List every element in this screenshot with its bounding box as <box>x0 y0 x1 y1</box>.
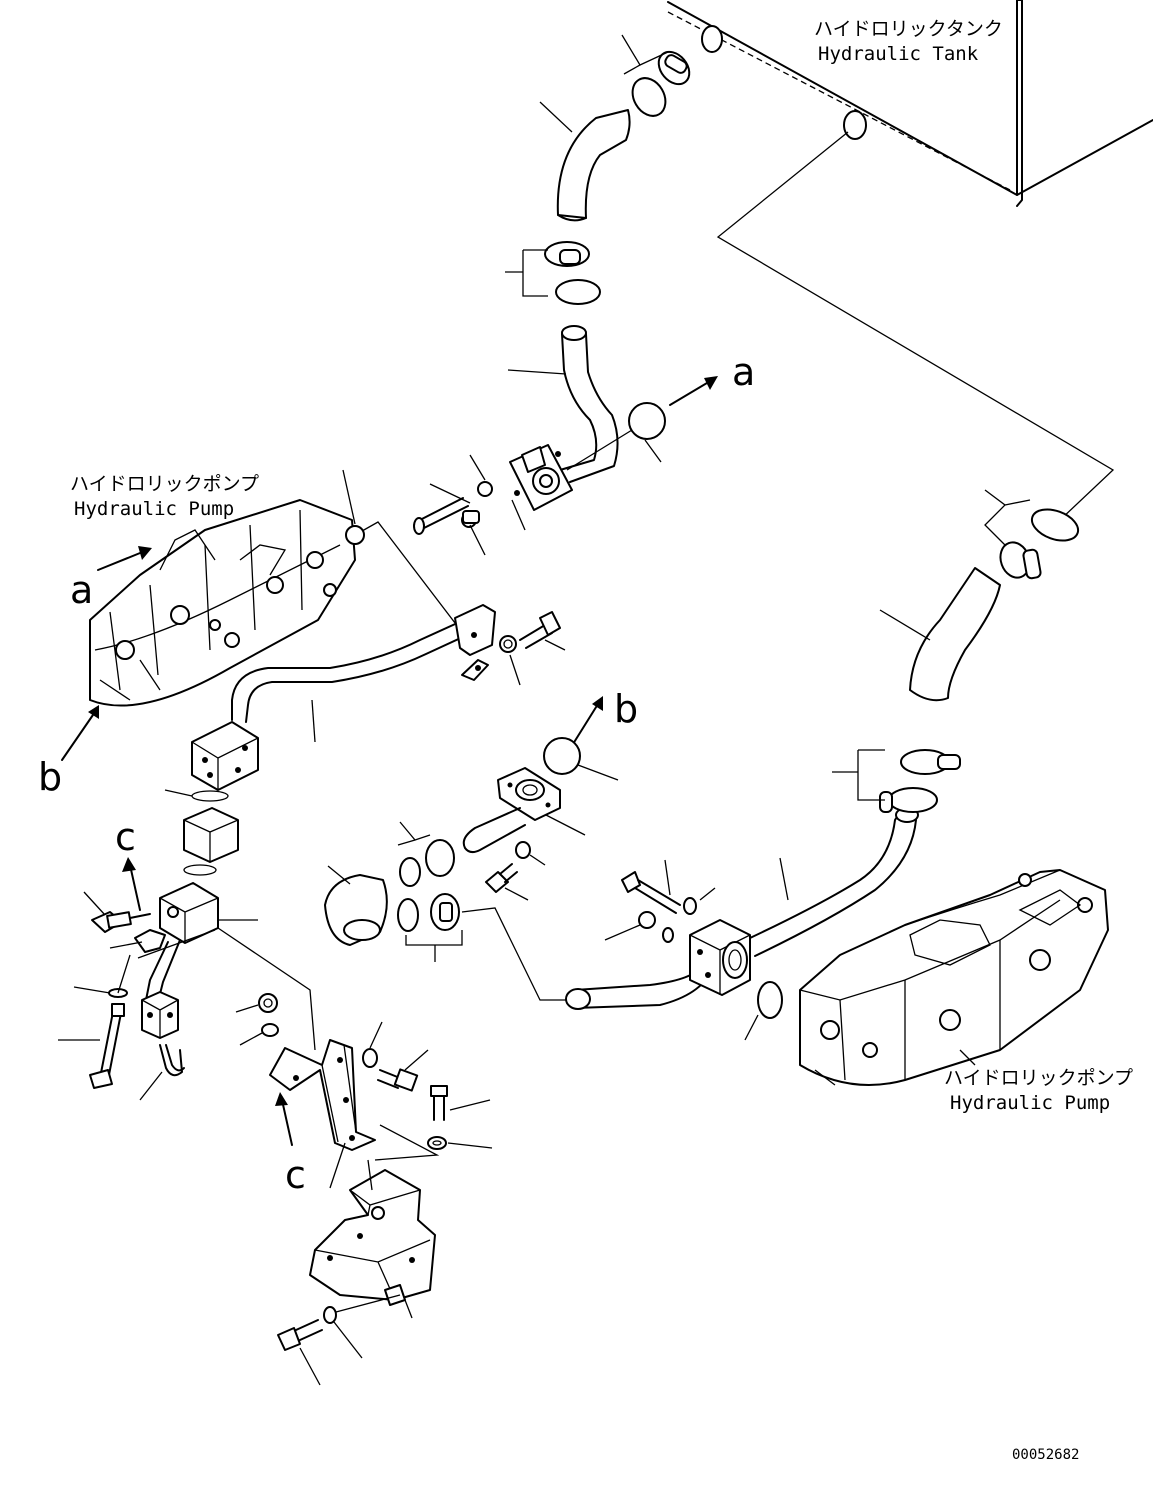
elbow-hose-b <box>324 865 388 946</box>
washer-b <box>515 841 546 866</box>
arrow-a-pump <box>97 550 146 571</box>
arrowhead-a-top <box>704 376 718 390</box>
bolt-washer-mid <box>499 611 566 686</box>
tank-label-en: Hydraulic Tank <box>818 43 979 65</box>
oring-left-2 <box>183 864 217 876</box>
nut-center <box>235 993 278 1013</box>
u-bolt-left <box>139 1044 185 1101</box>
left-hydraulic-pump <box>89 499 356 707</box>
view-letter-a-pump: a <box>70 568 93 612</box>
hose-clamps-pair-1 <box>505 241 601 305</box>
pipe-clip-left <box>109 929 166 953</box>
pressure-block <box>159 882 258 944</box>
drawing-number: 00052682 <box>1012 1447 1079 1463</box>
hose-clamp-top <box>621 34 691 117</box>
pipe-flange-b <box>462 767 586 854</box>
hose-clamps-pair-2 <box>397 821 455 887</box>
pump-right-label-jp: ハイドロリックポンプ <box>944 1067 1133 1089</box>
washer-center <box>239 1023 279 1046</box>
arrow-c-bracket <box>281 1099 293 1146</box>
hose-clamps-pair-5 <box>832 749 961 813</box>
pressure-sensor <box>83 891 151 933</box>
washer-lower <box>323 1294 401 1359</box>
bolt-bracket-lower <box>430 1085 491 1121</box>
pipe-block-left <box>191 721 259 791</box>
view-letter-c-bracket: c <box>285 1153 306 1197</box>
flange-bolts-c <box>604 859 716 943</box>
bolt-b <box>485 863 529 901</box>
bolt-bracket-right <box>377 1049 429 1092</box>
pump-leader-line <box>354 521 469 641</box>
lower-mount-bracket <box>309 1159 436 1319</box>
view-letter-a-top: a <box>732 350 755 394</box>
view-letter-b-pump: b <box>38 755 62 799</box>
right-hydraulic-pump <box>799 869 1109 1086</box>
arrowhead-b-mid <box>592 696 603 711</box>
arrow-a-top <box>669 379 713 406</box>
plug-small-left <box>345 525 365 545</box>
suction-pipe-b <box>565 807 919 1010</box>
pipe-bracket-center <box>269 1039 376 1189</box>
pump-right-label-en: Hydraulic Pump <box>950 1092 1110 1114</box>
washer-left <box>73 929 216 998</box>
upper-suction-hose <box>539 101 631 222</box>
arrowhead-c-bracket <box>275 1092 288 1106</box>
pipe-flange-a <box>509 444 573 531</box>
arrow-b-pump <box>61 711 96 761</box>
washer-bracket-lower <box>374 1124 493 1161</box>
washer-bracket-right <box>362 1021 383 1068</box>
delivery-pipe-left <box>231 614 479 743</box>
pipe-flange-c <box>689 919 751 996</box>
pipe-bracket-left <box>454 604 496 681</box>
flange-bolts-a <box>413 454 493 556</box>
oring-c <box>744 981 783 1041</box>
right-upper-hose <box>879 567 1001 702</box>
tank-label-jp: ハイドロリックタンク <box>814 18 1003 40</box>
hose-clamps-pair-3 <box>397 893 570 1001</box>
plug-a <box>566 402 666 471</box>
hose-clamps-pair-4 <box>984 489 1080 580</box>
pump-left-label-jp: ハイドロリックポンプ <box>70 473 259 495</box>
arrow-c-left <box>129 864 141 911</box>
tank-leader-line <box>716 131 1115 521</box>
long-bolt-left <box>58 1003 125 1089</box>
lower-block-left <box>141 991 179 1039</box>
arrowhead-b-pump <box>88 705 99 719</box>
plug-b <box>543 737 619 781</box>
oring-left <box>191 790 229 802</box>
view-letter-b-mid: b <box>614 687 638 731</box>
hydraulic-tank <box>667 0 1153 207</box>
bolt-lower <box>277 1319 323 1386</box>
pump-left-label-en: Hydraulic Pump <box>74 498 234 520</box>
arrowhead-a-pump <box>138 546 152 560</box>
spacer-block <box>183 807 239 863</box>
arrowhead-c-left <box>122 857 136 872</box>
view-letter-c-left: c <box>115 815 136 859</box>
